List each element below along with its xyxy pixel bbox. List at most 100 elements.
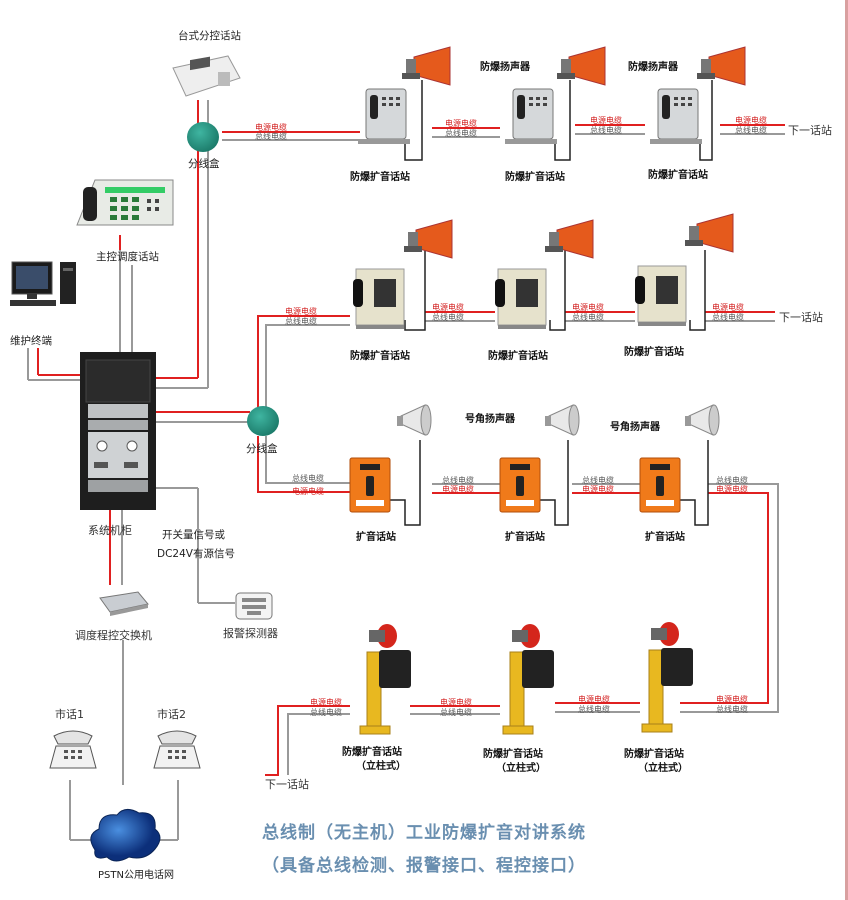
horn-speaker-icon bbox=[557, 46, 606, 86]
computer-icon bbox=[10, 261, 76, 306]
power-cable-label: 电源电缆 bbox=[716, 485, 748, 494]
bus-cable-label: 总线电缆 bbox=[590, 126, 622, 135]
row4-station-label-2: 防爆扩音话站 bbox=[483, 749, 543, 760]
junction-box-lower-label: 分线盒 bbox=[246, 443, 278, 455]
power-cable-label: 电源电缆 bbox=[572, 303, 604, 312]
switch-signal-label-1: 开关量信号或 bbox=[162, 529, 225, 541]
row3-horn-label-1: 号角扬声器 bbox=[465, 414, 515, 425]
bus-cable-label: 总线电缆 bbox=[432, 313, 464, 322]
row2-station-label-1: 防爆扩音话站 bbox=[350, 351, 410, 362]
row4-station-label-3: 防爆扩音话站 bbox=[624, 749, 684, 760]
power-cable-label: 电源电缆 bbox=[440, 698, 472, 707]
pstn-cloud-icon bbox=[90, 809, 161, 862]
junction-box-lower bbox=[247, 406, 279, 436]
row1-next-station: 下一话站 bbox=[788, 124, 832, 137]
bus-cable-label: 总线电缆 bbox=[442, 476, 474, 485]
alarm-detector-label: 报警探测器 bbox=[223, 627, 278, 640]
telephone-icon bbox=[153, 730, 201, 769]
row4-station-suffix-3: （立柱式） bbox=[638, 763, 688, 774]
switch-signal-label-2: DC24V有源信号 bbox=[157, 548, 235, 560]
row2-station-label-3: 防爆扩音话站 bbox=[624, 347, 684, 358]
bus-cable-label: 总线电缆 bbox=[285, 317, 317, 326]
trunk-wires bbox=[27, 100, 250, 841]
bus-cable-label: 总线电缆 bbox=[716, 705, 748, 714]
row1-wires bbox=[222, 80, 785, 161]
row1-speaker-label-1: 防爆扬声器 bbox=[480, 62, 530, 73]
explosion-proof-station-device bbox=[358, 88, 410, 144]
bus-cable-label: 总线电缆 bbox=[572, 313, 604, 322]
row1-station-label-2: 防爆扩音话站 bbox=[505, 172, 565, 183]
row4-next-station: 下一话站 bbox=[265, 778, 309, 791]
row4-station-suffix-2: （立柱式） bbox=[496, 763, 546, 774]
bus-cable-label: 总线电缆 bbox=[712, 313, 744, 322]
explosion-proof-station-device bbox=[353, 268, 405, 329]
power-cable-label: 电源电缆 bbox=[432, 303, 464, 312]
row3-wires bbox=[257, 436, 779, 713]
row1-station-label-3: 防爆扩音话站 bbox=[648, 170, 708, 181]
bus-cable-label: 总线电缆 bbox=[578, 705, 610, 714]
exchange-label: 调度程控交换机 bbox=[75, 629, 152, 642]
bus-cable-label: 总线电缆 bbox=[582, 476, 614, 485]
power-cable-label: 电源电缆 bbox=[735, 116, 767, 125]
bus-cable-label: 总线电缆 bbox=[445, 129, 477, 138]
power-cable-label: 电源电缆 bbox=[712, 303, 744, 312]
pillar-station-device bbox=[359, 624, 411, 735]
diagram-subtitle: （具备总线检测、报警接口、程控接口） bbox=[262, 856, 586, 876]
desk-station-device bbox=[172, 55, 241, 97]
row2-wires bbox=[257, 250, 775, 408]
horn-speaker-icon bbox=[685, 213, 734, 253]
horn-speaker-icon bbox=[545, 219, 594, 259]
horn-speaker-icon bbox=[685, 404, 720, 436]
row3-horn-label-2: 号角扬声器 bbox=[610, 422, 660, 433]
row3-station-label-3: 扩音话站 bbox=[645, 532, 685, 543]
power-cable-label: 电源电缆 bbox=[310, 698, 342, 707]
pa-station-device bbox=[349, 457, 391, 513]
power-cable-label: 电源电缆 bbox=[716, 695, 748, 704]
row4-station-label-1: 防爆扩音话站 bbox=[342, 747, 402, 758]
junction-box-upper-label: 分线盒 bbox=[188, 158, 220, 170]
horn-speaker-icon bbox=[697, 46, 746, 86]
desk-station-label: 台式分控话站 bbox=[178, 30, 241, 42]
pa-station-device bbox=[499, 457, 541, 513]
power-cable-label: 电源电缆 bbox=[578, 695, 610, 704]
city-phone-2-label: 市话2 bbox=[157, 708, 186, 721]
bus-cable-label: 总线电缆 bbox=[255, 132, 287, 141]
power-cable-label: 电源电缆 bbox=[285, 307, 317, 316]
maintenance-terminal-label: 维护终端 bbox=[10, 335, 52, 347]
pstn-label: PSTN公用电话网 bbox=[98, 870, 174, 881]
bus-cable-label: 总线电缆 bbox=[716, 476, 748, 485]
junction-box-upper bbox=[187, 122, 219, 152]
bus-cable-label: 总线电缆 bbox=[310, 708, 342, 717]
power-cable-label: 电源电缆 bbox=[582, 485, 614, 494]
row3-station-label-2: 扩音话站 bbox=[505, 532, 545, 543]
horn-speaker-icon bbox=[397, 404, 432, 436]
row4-station-suffix-1: （立柱式） bbox=[356, 761, 406, 772]
power-cable-label: 电源电缆 bbox=[445, 119, 477, 128]
city-phone-1-label: 市话1 bbox=[55, 708, 84, 721]
explosion-proof-station-device bbox=[650, 88, 702, 144]
system-cabinet-device bbox=[80, 352, 156, 510]
telephone-icon bbox=[49, 730, 97, 769]
explosion-proof-station-device bbox=[635, 265, 687, 326]
horn-speaker-icon bbox=[545, 404, 580, 436]
master-station-device bbox=[76, 179, 174, 226]
bus-cable-label: 总线电缆 bbox=[440, 708, 472, 717]
pillar-station-device bbox=[502, 624, 554, 735]
exchange-device bbox=[99, 591, 149, 616]
power-cable-label: 电源电缆 bbox=[292, 487, 324, 496]
horn-speaker-icon bbox=[404, 219, 453, 259]
row2-next-station: 下一话站 bbox=[779, 311, 823, 324]
row2-station-label-2: 防爆扩音话站 bbox=[488, 351, 548, 362]
pillar-station-device bbox=[641, 622, 693, 733]
power-cable-label: 电源电缆 bbox=[590, 116, 622, 125]
explosion-proof-station-device bbox=[505, 88, 557, 144]
pa-station-device bbox=[639, 457, 681, 513]
bus-cable-label: 总线电缆 bbox=[292, 474, 324, 483]
row4-wires bbox=[265, 702, 640, 776]
master-station-label: 主控调度话站 bbox=[96, 251, 159, 263]
row1-station-label-1: 防爆扩音话站 bbox=[350, 172, 410, 183]
explosion-proof-station-device bbox=[495, 268, 547, 329]
row3-station-label-1: 扩音话站 bbox=[356, 532, 396, 543]
